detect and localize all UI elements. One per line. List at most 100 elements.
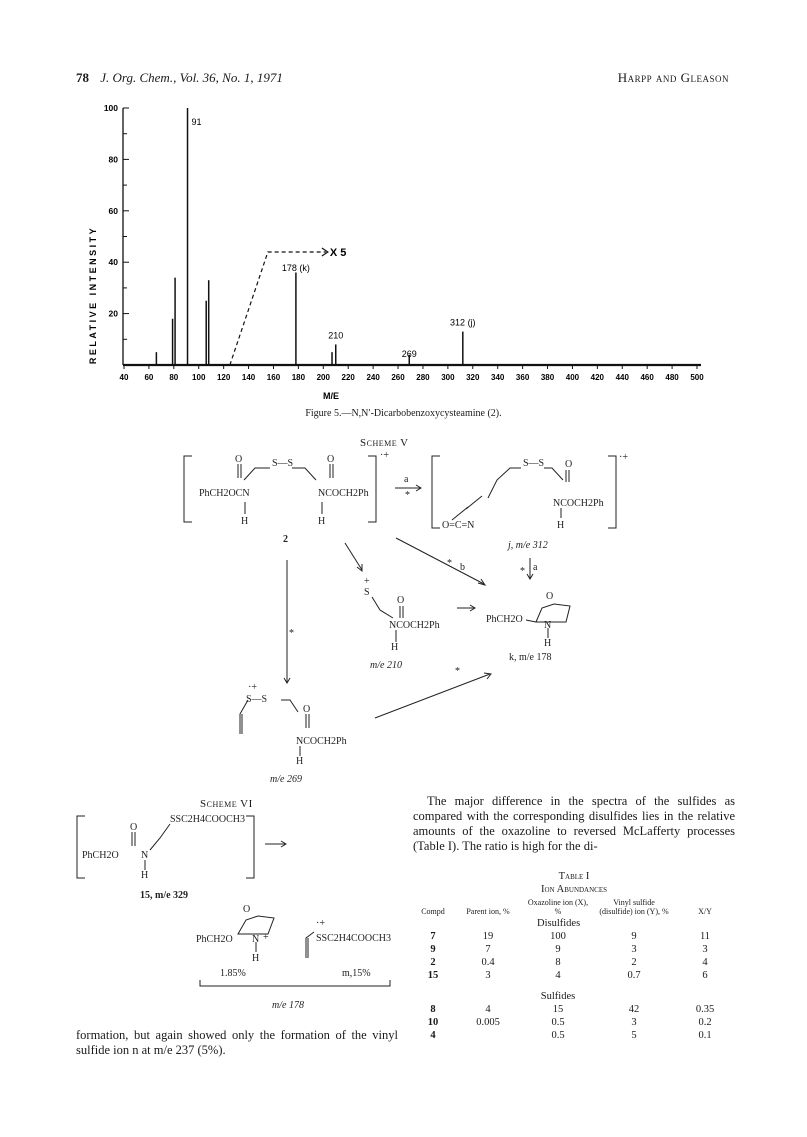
table-cell: 0.5 — [551, 1030, 565, 1041]
x-tick-label: 200 — [317, 373, 331, 382]
ion-k-label: k, m/e 178 — [509, 652, 552, 663]
arrow-a-label-2: a — [533, 562, 538, 573]
table-cell: 9 — [555, 944, 561, 955]
arrow-a-label: a — [404, 474, 409, 485]
table-cell — [453, 1028, 523, 1041]
x-tick-label: 220 — [342, 373, 356, 382]
compound-2-h-right: H — [318, 516, 325, 527]
scheme-vi-diagram: SSC2H4COOCH3 PhCH2O O PhCH2O N H 15, m/e… — [76, 814, 391, 1011]
ion-269-oxygen: O — [303, 704, 310, 715]
ion-269-structure — [239, 699, 310, 756]
ion-j-isocyanate: O=C=N — [442, 520, 474, 531]
x-tick-label: 140 — [242, 373, 256, 382]
ion-269-amide: NCOCH2Ph — [296, 736, 347, 747]
x-tick-label: 460 — [640, 373, 654, 382]
x-tick-label: 40 — [120, 373, 129, 382]
table-cell: 0.1 — [698, 1030, 712, 1041]
ion-k-nitrogen: N — [544, 620, 551, 631]
table-cell: 9 — [631, 931, 637, 942]
arrow-b-label: b — [460, 562, 465, 573]
table-cell: 15 — [552, 1004, 564, 1015]
table-subtitle: Ion Abundances — [540, 884, 608, 895]
compound-number-cell: 4 — [430, 1030, 436, 1041]
x-tick-label: 180 — [292, 373, 306, 382]
product-oxazoline-structure — [199, 915, 391, 987]
table-cell: 2 — [631, 957, 637, 968]
peak-label: 210 — [328, 330, 343, 340]
y-tick-label: 80 — [109, 154, 119, 164]
figure-caption: Figure 5.—N,N′-Dicarbobenzoxycysteamine … — [305, 408, 502, 419]
group-label-sulfides: Sulfides — [540, 991, 576, 1002]
x-tick-label: 260 — [391, 373, 405, 382]
running-header-authors: Harpp and Gleason — [617, 70, 729, 85]
x-tick-label: 480 — [665, 373, 679, 382]
peak-label: 312 (j) — [450, 318, 476, 328]
compound-number-cell: 2 — [430, 957, 436, 968]
table-cell: 3 — [631, 1017, 637, 1028]
expansion-label: X 5 — [330, 247, 347, 259]
left-column-text: formation, but again showed only the for… — [76, 1028, 398, 1057]
table-cell: 0.2 — [698, 1017, 712, 1028]
product-pct-right: m,15% — [342, 968, 371, 979]
product-oxygen: O — [243, 904, 250, 915]
table-cell: 42 — [628, 1004, 640, 1015]
table-cell: 7 — [485, 944, 491, 955]
ion-abundance-table: Compd Parent ion, % Oxazoline ion (X), %… — [413, 898, 735, 1041]
table-row: 4 0.5 5 0.1 — [413, 1028, 735, 1041]
expansion-arrowhead — [321, 247, 329, 257]
y-axis-label: RELATIVE INTENSITY — [88, 226, 98, 364]
ion-269-label: m/e 269 — [270, 774, 302, 785]
scheme-v-diagram: S—S O O PhCH2OCN NCOCH2Ph H H ·+ 2 a * S… — [183, 450, 628, 785]
peak-label: 269 — [402, 349, 417, 359]
x-tick-label: 160 — [267, 373, 281, 382]
table-cell: 0.5 — [551, 1017, 565, 1028]
x-tick-label: 440 — [616, 373, 630, 382]
metastable-star-4: * — [289, 628, 294, 639]
ion-210-sulfur: S — [364, 587, 370, 598]
x-tick-label: 120 — [217, 373, 231, 382]
column-header: Vinyl sulfide (disulfide) ion (Y), % — [599, 898, 669, 916]
table-cell: 5 — [631, 1030, 637, 1041]
x-tick-label: 420 — [591, 373, 605, 382]
ion-k-oxygen: O — [546, 591, 553, 602]
product-mz-label: m/e 178 — [272, 1000, 304, 1011]
ion-210-h: H — [391, 642, 398, 653]
x-axis-label: M/E — [323, 391, 339, 401]
peak-label: 91 — [192, 117, 202, 127]
product-nitrogen: N — [252, 934, 259, 945]
table-cell: 0.005 — [476, 1017, 500, 1028]
table-cell: 100 — [550, 931, 566, 942]
column-header: Oxazoline ion (X), % — [527, 898, 589, 916]
x-tick-label: 320 — [466, 373, 480, 382]
ion-269-disulfide: S—S — [246, 694, 267, 705]
table-cell: 3 — [631, 944, 637, 955]
compound-2-left-group: PhCH2OCN — [199, 488, 250, 499]
group-label-disulfides: Disulfides — [537, 918, 581, 929]
table-cell: 6 — [702, 970, 708, 981]
x-tick-label: 400 — [566, 373, 580, 382]
compound-number-cell: 15 — [427, 970, 439, 981]
table-group-row: Disulfides — [413, 916, 735, 929]
compound-2-label: 2 — [283, 534, 288, 545]
x-tick-label: 340 — [491, 373, 505, 382]
compound-number-cell: 9 — [430, 944, 436, 955]
compound-2-oxygen-right: O — [327, 454, 334, 465]
x-tick-label: 300 — [441, 373, 455, 382]
ion-210-charge: + — [364, 576, 370, 587]
product-left-group: PhCH2O — [196, 934, 233, 945]
metastable-star-2: * — [520, 566, 525, 577]
x-tick-label: 280 — [416, 373, 430, 382]
compound-number-cell: 10 — [427, 1017, 439, 1028]
journal-citation: J. Org. Chem., Vol. 36, No. 1, 1971 — [100, 70, 283, 85]
x-tick-label: 60 — [144, 373, 153, 382]
ion-210-amide: NCOCH2Ph — [389, 620, 440, 631]
x-tick-label: 240 — [366, 373, 380, 382]
expansion-indicator — [229, 251, 326, 366]
ion-j-structure — [431, 455, 617, 529]
table-cell: 0.7 — [627, 970, 641, 981]
compound-2-structure — [183, 455, 377, 523]
